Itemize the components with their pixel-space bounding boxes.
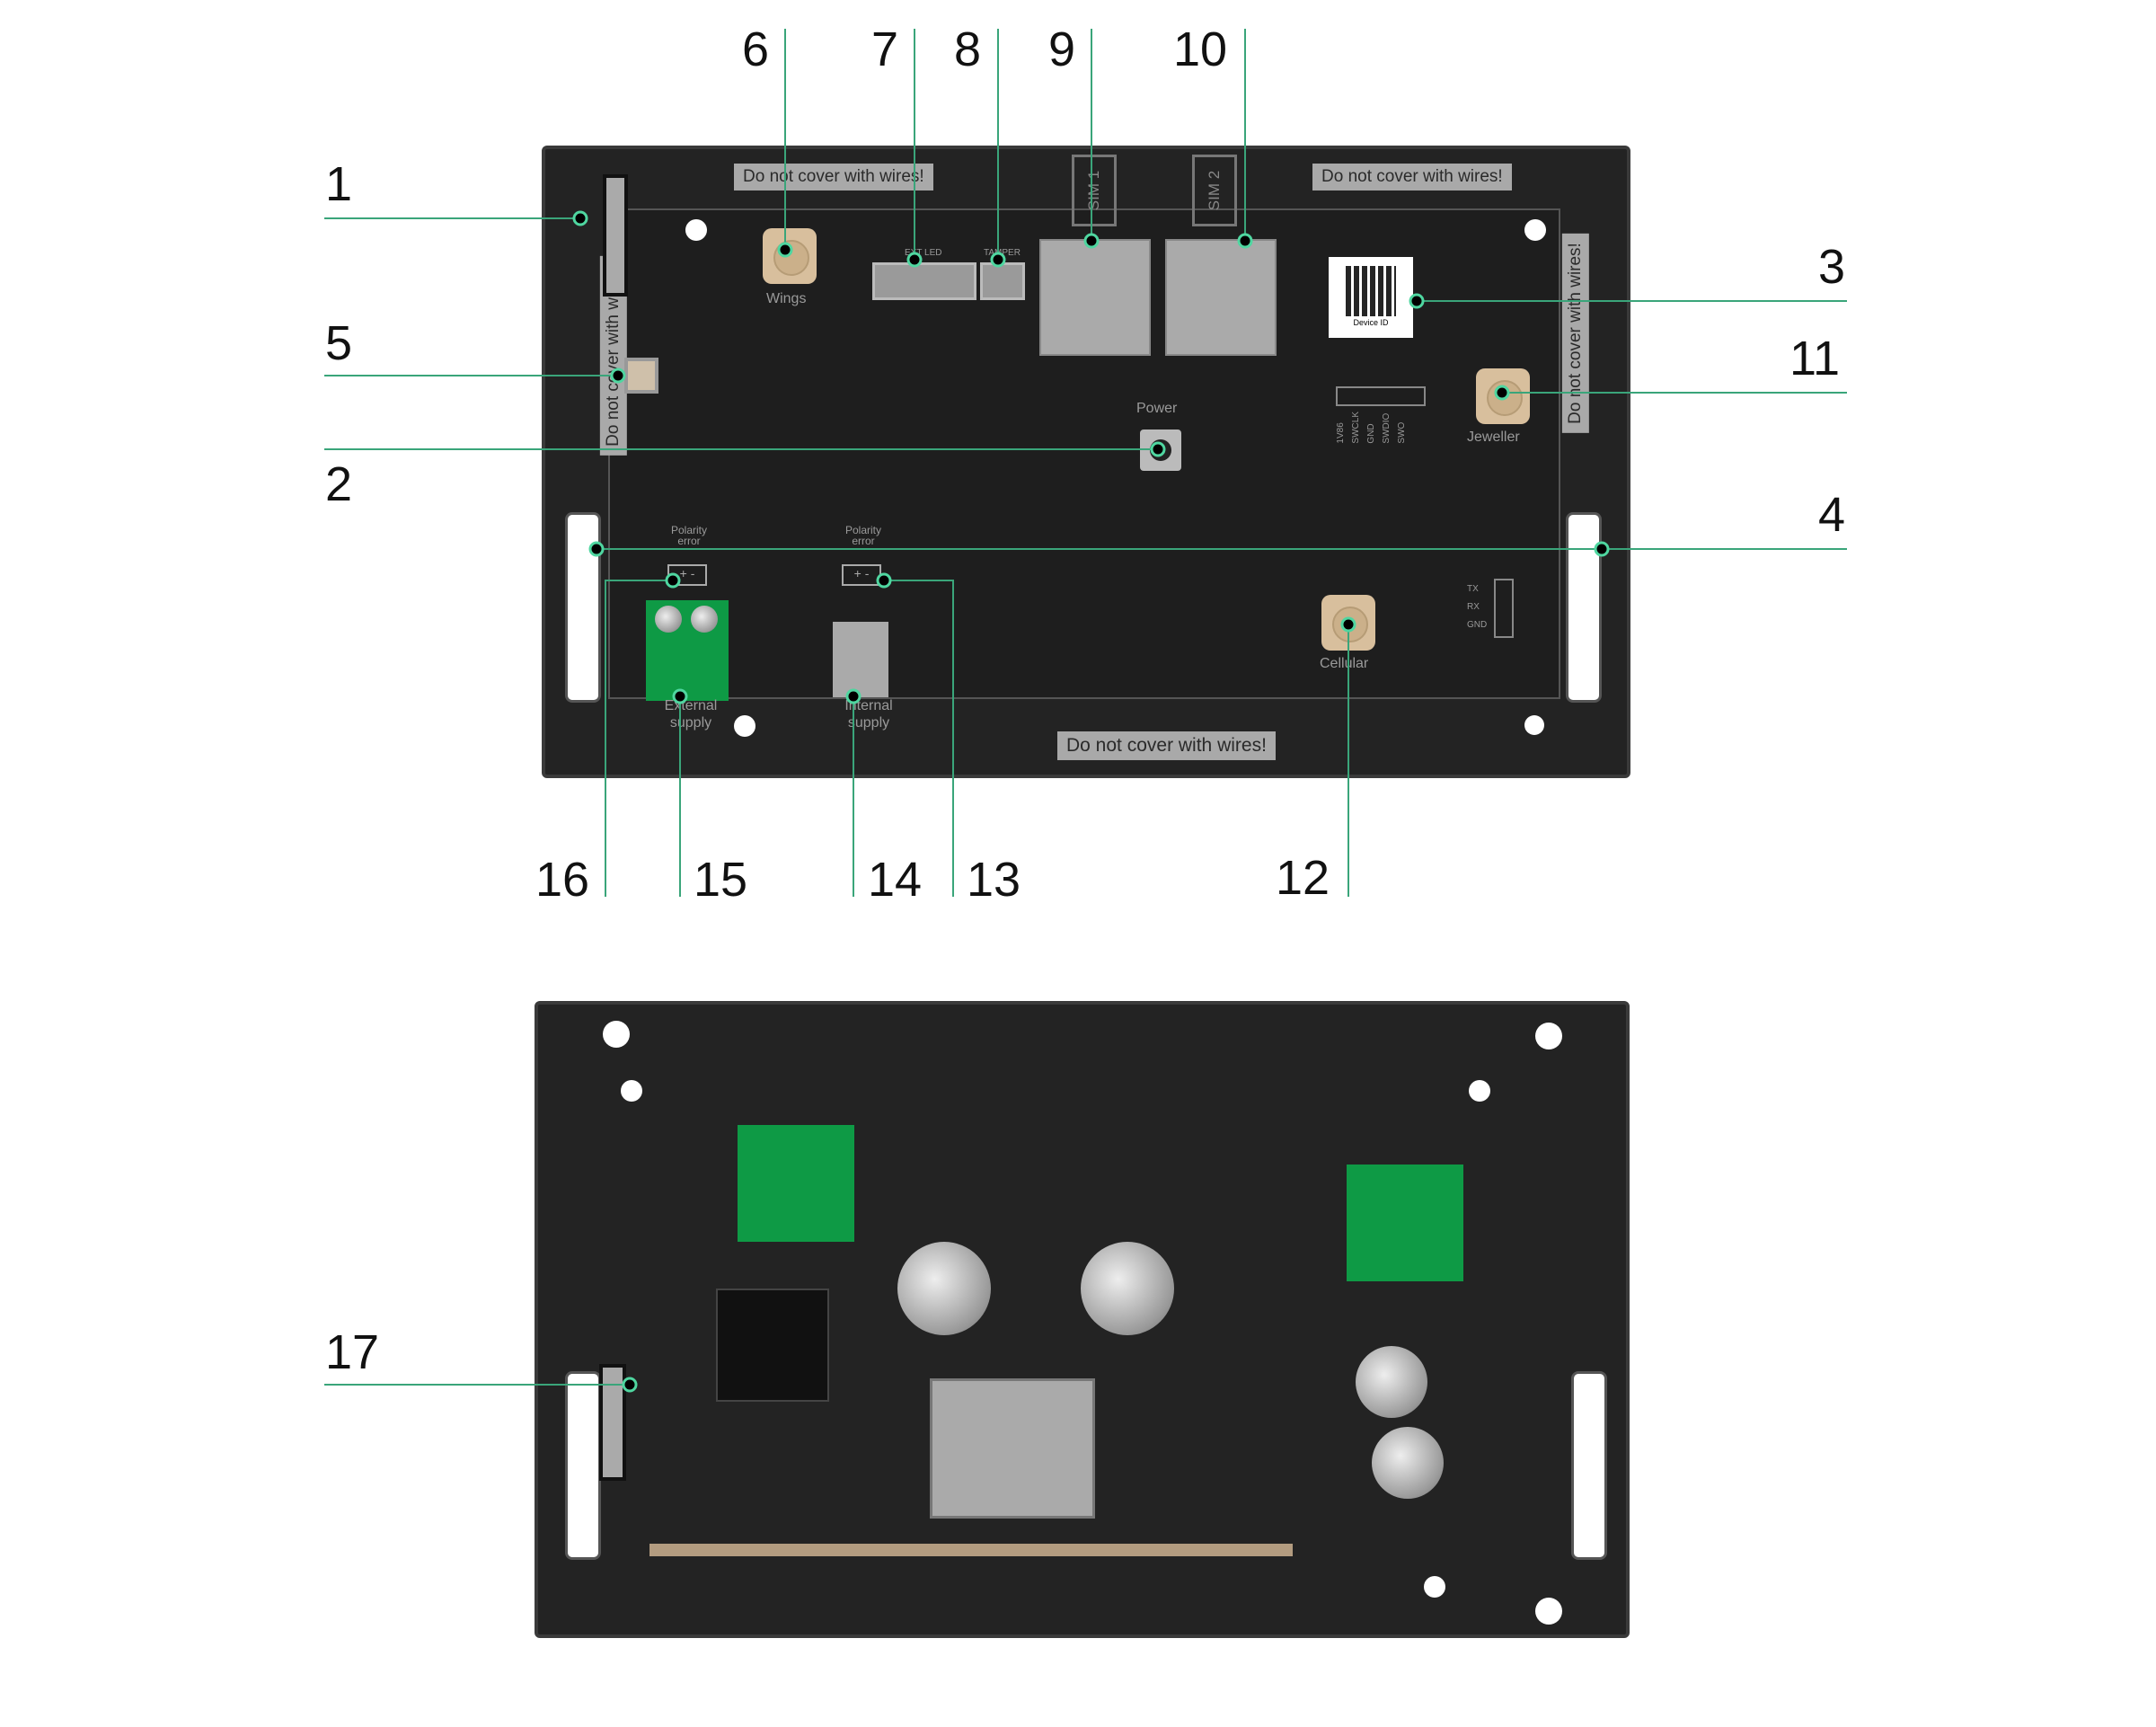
mount-hole — [1535, 1023, 1562, 1049]
pin-label: SWCLK — [1351, 412, 1361, 444]
capacitor — [1372, 1427, 1444, 1499]
jeweller-antenna-connector — [1476, 368, 1530, 424]
mount-slot-right — [1566, 512, 1602, 703]
mount-hole — [685, 219, 707, 241]
wings-antenna-connector — [763, 228, 817, 284]
warning-label-bottom: Do not cover with wires! — [1057, 731, 1276, 760]
warning-label-top-left: Do not cover with wires! — [734, 164, 933, 190]
qr-pattern-icon — [1346, 266, 1396, 316]
callout-17: 17 — [325, 1325, 380, 1379]
plus-sign: + — [853, 566, 862, 580]
debug-pin-labels: 1V86 SWCLK GND SWDIO SWO — [1336, 412, 1407, 444]
polarity-led-external: + - — [667, 564, 707, 586]
callout-1: 1 — [325, 157, 353, 211]
external-supply-label: External supply — [664, 698, 718, 731]
cellular-antenna-connector — [1321, 595, 1375, 651]
pin-label: GND — [1467, 620, 1488, 630]
callout-2: 2 — [325, 457, 353, 511]
mount-hole — [1469, 1080, 1490, 1102]
uart-pin-labels: TX RX GND — [1467, 580, 1487, 634]
callout-5: 5 — [325, 316, 353, 370]
capacitor — [1081, 1242, 1174, 1335]
sim1-label-text: SIM 1 — [1085, 170, 1102, 211]
pin-label: SWO — [1397, 421, 1407, 444]
sim2-slot[interactable] — [1165, 239, 1277, 356]
board-back — [535, 1001, 1630, 1638]
rf-module — [738, 1125, 854, 1242]
sim1-slot[interactable] — [1039, 239, 1151, 356]
uart-header — [1494, 579, 1514, 638]
mount-hole — [603, 1021, 630, 1048]
mount-slot-right — [1571, 1371, 1607, 1560]
callout-7: 7 — [871, 22, 899, 76]
debug-header — [1336, 386, 1426, 406]
sim1-label: SIM 1 — [1072, 155, 1117, 226]
power-button-cap — [1150, 439, 1171, 461]
ext-led-connector — [872, 262, 976, 300]
callout-11: 11 — [1789, 332, 1841, 385]
callout-10: 10 — [1173, 22, 1228, 76]
external-supply-terminal[interactable] — [646, 600, 729, 701]
callout-13: 13 — [967, 853, 1021, 907]
cellular-label: Cellular — [1320, 656, 1369, 671]
mount-slot-left — [565, 512, 601, 703]
callout-6: 6 — [742, 22, 770, 76]
plus-sign: + — [679, 566, 687, 580]
callout-12: 12 — [1276, 851, 1330, 905]
led-indicator — [624, 358, 658, 394]
mount-hole — [1524, 219, 1546, 241]
polarity-error-label-internal: Polarity error — [844, 524, 881, 547]
callout-3: 3 — [1818, 240, 1846, 294]
board-front: Do not cover with wires! Do not cover wi… — [542, 146, 1630, 778]
sim2-label: SIM 2 — [1192, 155, 1237, 226]
mount-hole — [1524, 715, 1544, 735]
ext-led-label: EXT LED — [905, 248, 942, 258]
callout-9: 9 — [1048, 22, 1076, 76]
pin-label: SWDIO — [1382, 412, 1392, 444]
callout-8: 8 — [954, 22, 982, 76]
terminal-screw — [691, 606, 718, 633]
pin-label: TX — [1467, 584, 1479, 594]
capacitor — [897, 1242, 991, 1335]
polarity-error-label-external: Polarity error — [670, 524, 707, 547]
pin-label: 1V86 — [1336, 422, 1346, 444]
tamper-label: TAMPER — [984, 248, 1021, 258]
terminal-screw — [655, 606, 682, 633]
callout-4: 4 — [1818, 488, 1846, 542]
qr-code: Device ID — [1329, 257, 1413, 338]
mount-slot-left — [565, 1371, 601, 1560]
callout-15: 15 — [694, 853, 748, 907]
minus-sign: - — [690, 566, 695, 580]
mount-hole — [1535, 1598, 1562, 1625]
power-button[interactable] — [1140, 430, 1181, 471]
pin-label: GND — [1366, 423, 1376, 444]
capacitor — [1356, 1346, 1427, 1418]
polarity-led-internal: + - — [842, 564, 881, 586]
mount-hole — [1424, 1576, 1445, 1598]
microcontroller — [716, 1289, 829, 1402]
tamper-switch-rear — [599, 1364, 626, 1481]
mount-hole — [621, 1080, 642, 1102]
warning-label-right: Do not cover with wires! — [1561, 234, 1589, 433]
warning-label-top-right: Do not cover with wires! — [1312, 164, 1512, 190]
minus-sign: - — [864, 566, 870, 580]
tamper-switch — [603, 174, 628, 297]
power-label: Power — [1136, 401, 1178, 416]
mount-hole — [734, 715, 755, 737]
sim2-label-text: SIM 2 — [1206, 170, 1223, 211]
edge-strip — [649, 1544, 1293, 1556]
internal-supply-label: Internal supply — [844, 698, 893, 731]
jeweller-label: Jeweller — [1467, 430, 1520, 445]
internal-supply-connector[interactable] — [833, 622, 888, 697]
callout-14: 14 — [868, 853, 923, 907]
wings-label: Wings — [766, 291, 807, 306]
pin-label: RX — [1467, 602, 1480, 612]
device-id-label: Device ID — [1353, 318, 1389, 327]
callout-16: 16 — [535, 853, 590, 907]
tamper-connector — [980, 262, 1025, 300]
shield-can — [930, 1378, 1095, 1519]
rf-module — [1347, 1165, 1463, 1281]
